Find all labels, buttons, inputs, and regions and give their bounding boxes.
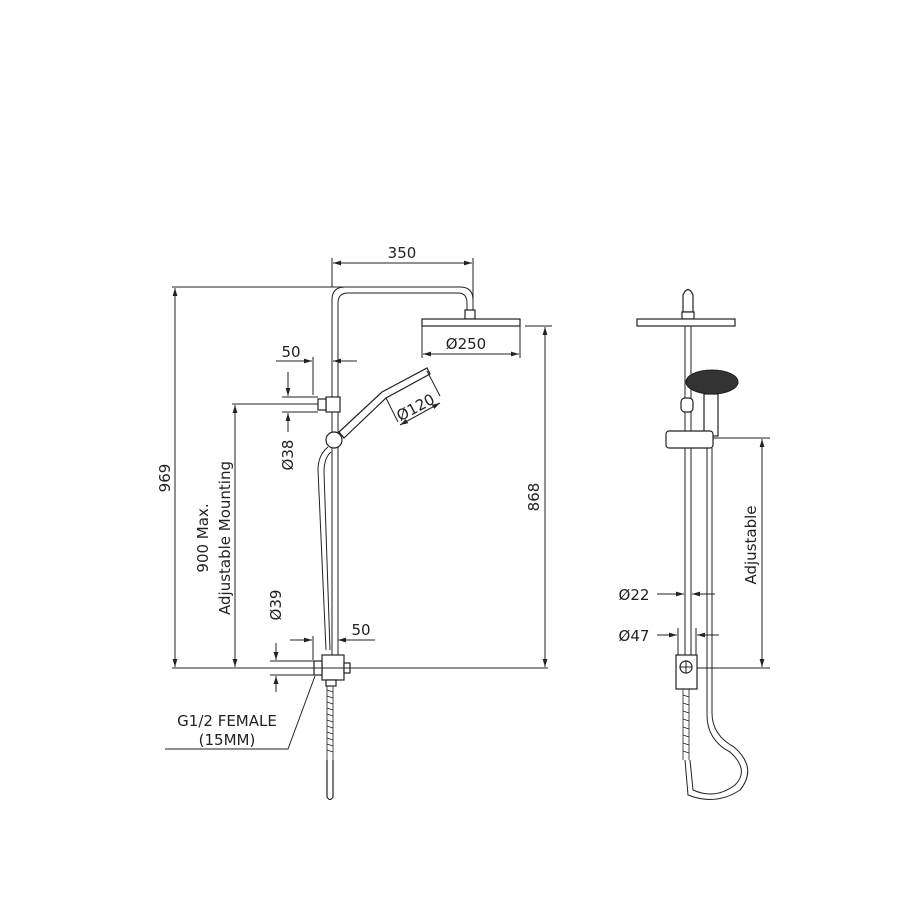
side-view: Adjustable Ø22 Ø47 <box>619 288 770 800</box>
riser-pipe <box>331 286 474 660</box>
inlet-label-line1: G1/2 FEMALE <box>177 712 277 730</box>
hand-shower <box>338 367 431 439</box>
side-hose <box>689 448 742 795</box>
dim-arm-length: 350 <box>388 244 417 262</box>
dim-overall-height: 969 <box>156 464 174 493</box>
arm-connector <box>464 309 476 320</box>
swivel-ball <box>325 431 343 449</box>
side-slider <box>665 430 714 449</box>
dim-head-height: 868 <box>525 483 543 512</box>
inlet-label-line2: (15MM) <box>199 731 256 749</box>
threaded-hose <box>326 686 334 760</box>
hose <box>317 446 329 651</box>
dim-rail-diameter: Ø22 <box>619 586 650 604</box>
dim-bracket-diameter: Ø38 <box>279 440 297 471</box>
overhead-shower-head <box>421 318 521 327</box>
dim-elbow-diameter: Ø47 <box>619 627 650 645</box>
dim-inlet-offset: 50 <box>351 621 370 639</box>
dim-head-diameter: Ø250 <box>446 335 486 353</box>
dim-mounting-line2: Adjustable Mounting <box>216 461 234 615</box>
dim-bracket-offset: 50 <box>281 343 300 361</box>
front-view: 350 969 868 Ø250 50 Ø38 Ø120 900 Max. Ad… <box>156 244 552 801</box>
side-overhead-head <box>636 318 736 327</box>
dim-inlet-diameter: Ø39 <box>267 590 285 621</box>
wall-bracket <box>325 396 341 413</box>
side-hand-shower-disc <box>685 369 739 395</box>
dim-adjustable: Adjustable <box>742 506 760 585</box>
dim-mounting-line1: 900 Max. <box>194 503 212 572</box>
dim-handshower-diameter: Ø120 <box>394 390 438 425</box>
